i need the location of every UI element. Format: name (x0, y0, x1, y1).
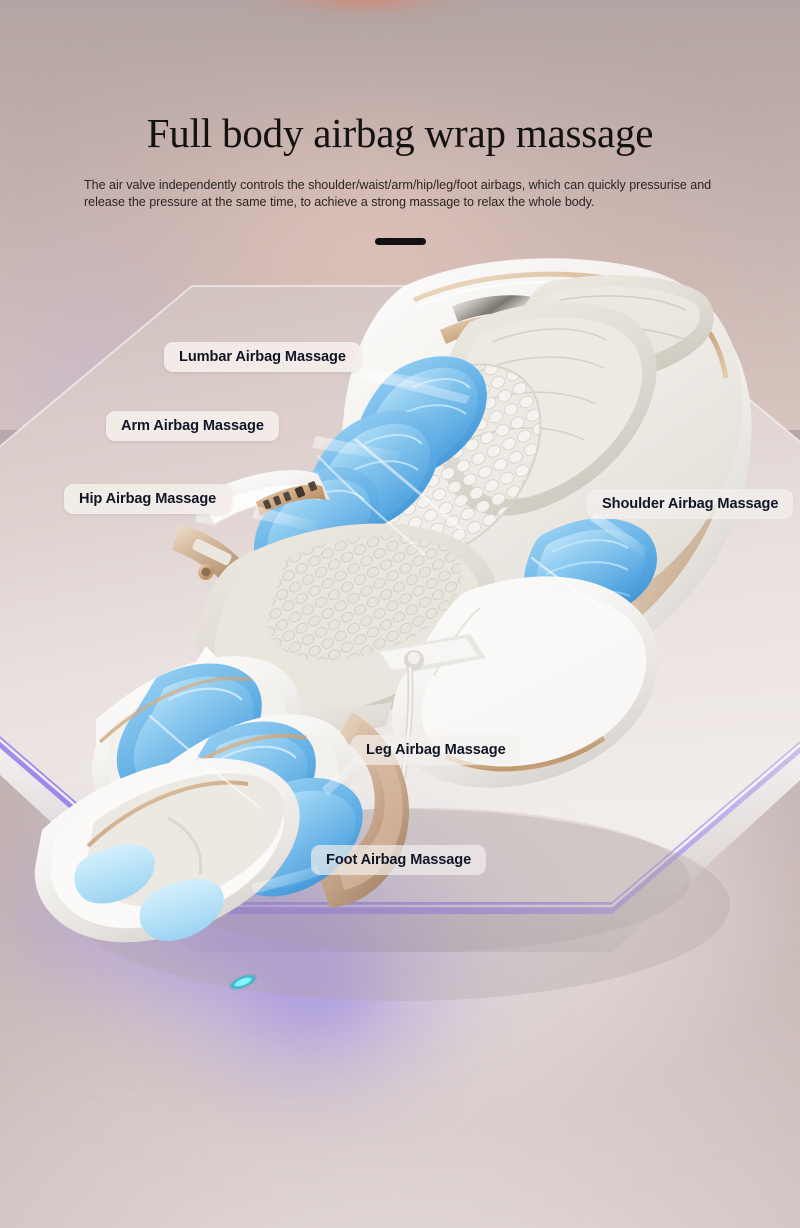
base-platform (0, 262, 800, 1202)
base-platform-shape (0, 285, 800, 952)
callout-leg-airbag-massage: Leg Airbag Massage (351, 735, 521, 765)
callout-arm-airbag-massage: Arm Airbag Massage (106, 411, 279, 441)
callout-foot-airbag-massage: Foot Airbag Massage (311, 845, 487, 875)
callout-lumbar-airbag-massage: Lumbar Airbag Massage (164, 342, 361, 372)
page-description: The air valve independently controls the… (84, 178, 712, 209)
divider-bar (375, 238, 426, 245)
callout-hip-airbag-massage: Hip Airbag Massage (64, 484, 232, 514)
page-title: Full body airbag wrap massage (146, 110, 654, 156)
callout-shoulder-airbag-massage: Shoulder Airbag Massage (587, 489, 794, 519)
background-orange-glint (250, 0, 480, 12)
